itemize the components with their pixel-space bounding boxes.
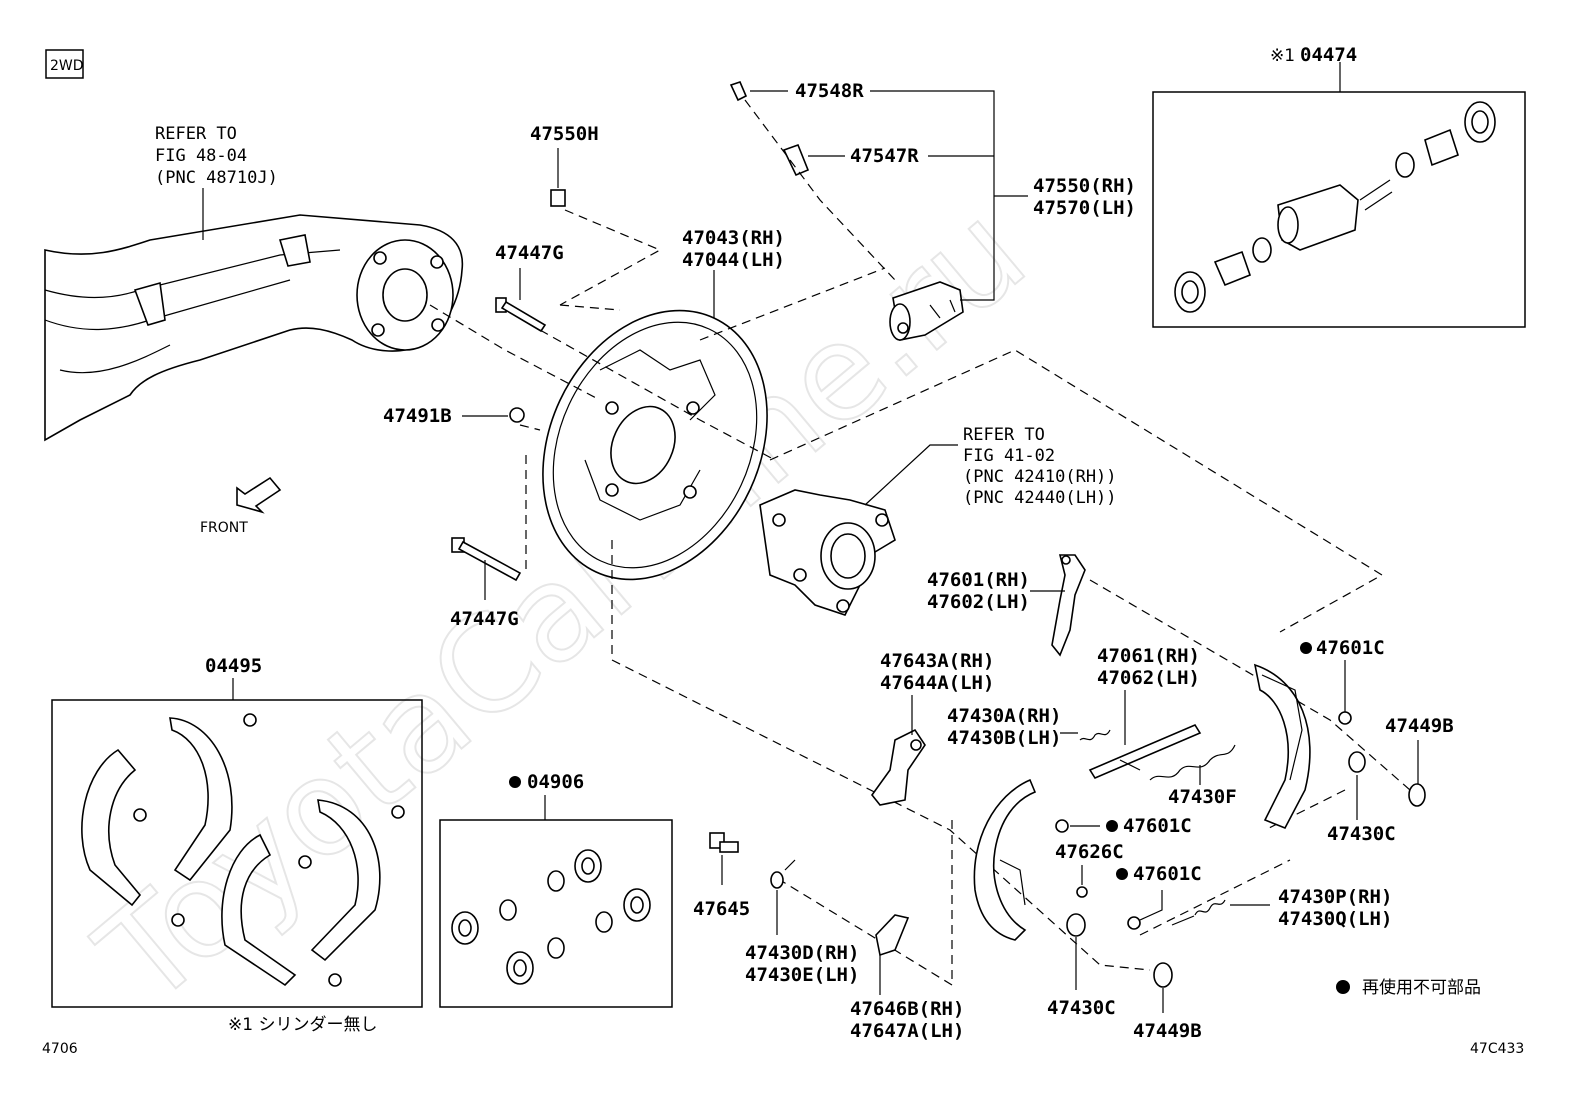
drive-type-badge: 2WD [45,49,84,79]
hub-reference-line-4: (PNC 42440(LH)) [963,488,1117,508]
label-47430A: 47430A(RH) [947,705,1061,727]
kit-note-marker: ※1 [1270,46,1295,66]
non-reusable-marker-04906 [509,776,521,788]
cylinder-kit-box [1152,91,1526,328]
label-47447G-upper: 47447G [495,242,564,264]
hub-reference-line-3: (PNC 42410(RH)) [963,467,1117,487]
label-47645: 47645 [693,898,750,920]
label-47447G-lower: 47447G [450,608,519,630]
cup-kit-box [439,819,673,1008]
rear-axle-beam-illustration [44,214,464,442]
drive-type-badge-text: 2WD [50,58,84,74]
label-47601C-b: 47601C [1123,815,1192,837]
pin-47626C-illustration [1076,886,1088,898]
label-47646B: 47646B(RH) [850,998,964,1020]
brake-shoe-right-illustration [1253,663,1311,830]
figure-number: 4706 [42,1041,78,1057]
label-04906: 04906 [527,771,584,793]
hub-flange-illustration [759,489,896,616]
label-47430B: 47430B(LH) [947,727,1061,749]
bleeder-cap-47550H-illustration [550,189,566,207]
bleeder-plug-47547R-illustration [782,143,810,177]
hub-reference-line-2: FIG 41-02 [963,446,1055,466]
adjuster-47061-illustration [1088,723,1202,780]
non-reusable-marker-47601C-b [1106,820,1118,832]
axle-reference-line-1: REFER TO [155,124,237,144]
label-47430Q: 47430Q(LH) [1278,908,1392,930]
cylinder-kit-parts-illustration [1174,101,1496,313]
label-47430P: 47430P(RH) [1278,886,1392,908]
label-47430E: 47430E(LH) [745,964,859,986]
label-47491B: 47491B [383,405,452,427]
label-47449B-b: 47449B [1133,1020,1202,1042]
clip-47601C-c-illustration [1127,916,1141,930]
front-arrow-icon [236,476,282,514]
label-47449B-a: 47449B [1385,715,1454,737]
label-47548R: 47548R [795,80,864,102]
spring-47430D-illustration [770,859,796,889]
bolt-47447G-lower-illustration [451,537,522,582]
label-47430C-a: 47430C [1327,823,1396,845]
hub-reference-line-1: REFER TO [963,425,1045,445]
spring-47430P-illustration [1171,899,1226,926]
label-47430F: 47430F [1168,786,1237,808]
axle-reference-line-2: FIG 48-04 [155,146,247,166]
bleeder-cap-47548R-illustration [729,81,748,102]
label-04474: 04474 [1300,44,1357,66]
strut-47601-illustration [1051,554,1086,657]
clip-47491B-illustration [509,407,525,423]
clip-47601C-a-illustration [1338,711,1352,725]
spring-47430F-illustration [1149,744,1236,781]
label-47601: 47601(RH) [927,569,1030,591]
spring-47430A-illustration [1079,729,1111,741]
front-label: FRONT [200,520,248,536]
spring-47430C-a-illustration [1348,751,1366,773]
label-47644A: 47644A(LH) [880,672,994,694]
label-47570: 47570(LH) [1033,197,1136,219]
bolt-47447G-upper-illustration [495,297,547,333]
label-47061: 47061(RH) [1097,645,1200,667]
label-47602: 47602(LH) [927,591,1030,613]
wheel-cylinder-illustration [889,281,964,341]
label-47647A: 47647A(LH) [850,1020,964,1042]
spring-47430C-b-illustration [1066,913,1086,937]
clip-47601C-b-illustration [1055,819,1069,833]
cup-kit-parts-illustration [451,849,651,985]
backing-plate-illustration [542,309,768,581]
illustration-code: 47C433 [1470,1041,1524,1057]
label-47601C-c: 47601C [1133,863,1202,885]
non-reusable-marker-47601C-a [1300,642,1312,654]
label-47430C-b: 47430C [1047,997,1116,1019]
brake-shoe-left-illustration [973,778,1037,941]
label-47547R: 47547R [850,145,919,167]
label-47043: 47043(RH) [682,227,785,249]
legend-text: 再使用不可部品 [1362,977,1481,998]
washer-47449B-b-illustration [1153,962,1173,988]
label-47062: 47062(LH) [1097,667,1200,689]
washer-47449B-a-illustration [1408,783,1426,807]
legend-marker-icon [1336,980,1350,994]
lever-47646B-illustration [875,914,910,957]
label-47643A: 47643A(RH) [880,650,994,672]
label-47601C-a: 47601C [1316,637,1385,659]
assembly-guide-lines [429,99,1411,987]
label-47044: 47044(LH) [682,249,785,271]
bolt-47645-illustration [709,832,739,853]
label-47626C: 47626C [1055,841,1124,863]
non-reusable-marker-47601C-c [1116,868,1128,880]
label-47550H: 47550H [530,123,599,145]
label-47430D: 47430D(RH) [745,942,859,964]
lever-47643A-illustration [870,728,926,806]
kit-note: ※1 シリンダー無し [228,1015,377,1035]
label-47550: 47550(RH) [1033,175,1136,197]
label-04495: 04495 [205,655,262,677]
shoe-kit-box [51,699,423,1008]
axle-reference-line-3: (PNC 48710J) [155,168,278,188]
shoe-kit-parts-illustration [81,713,405,987]
